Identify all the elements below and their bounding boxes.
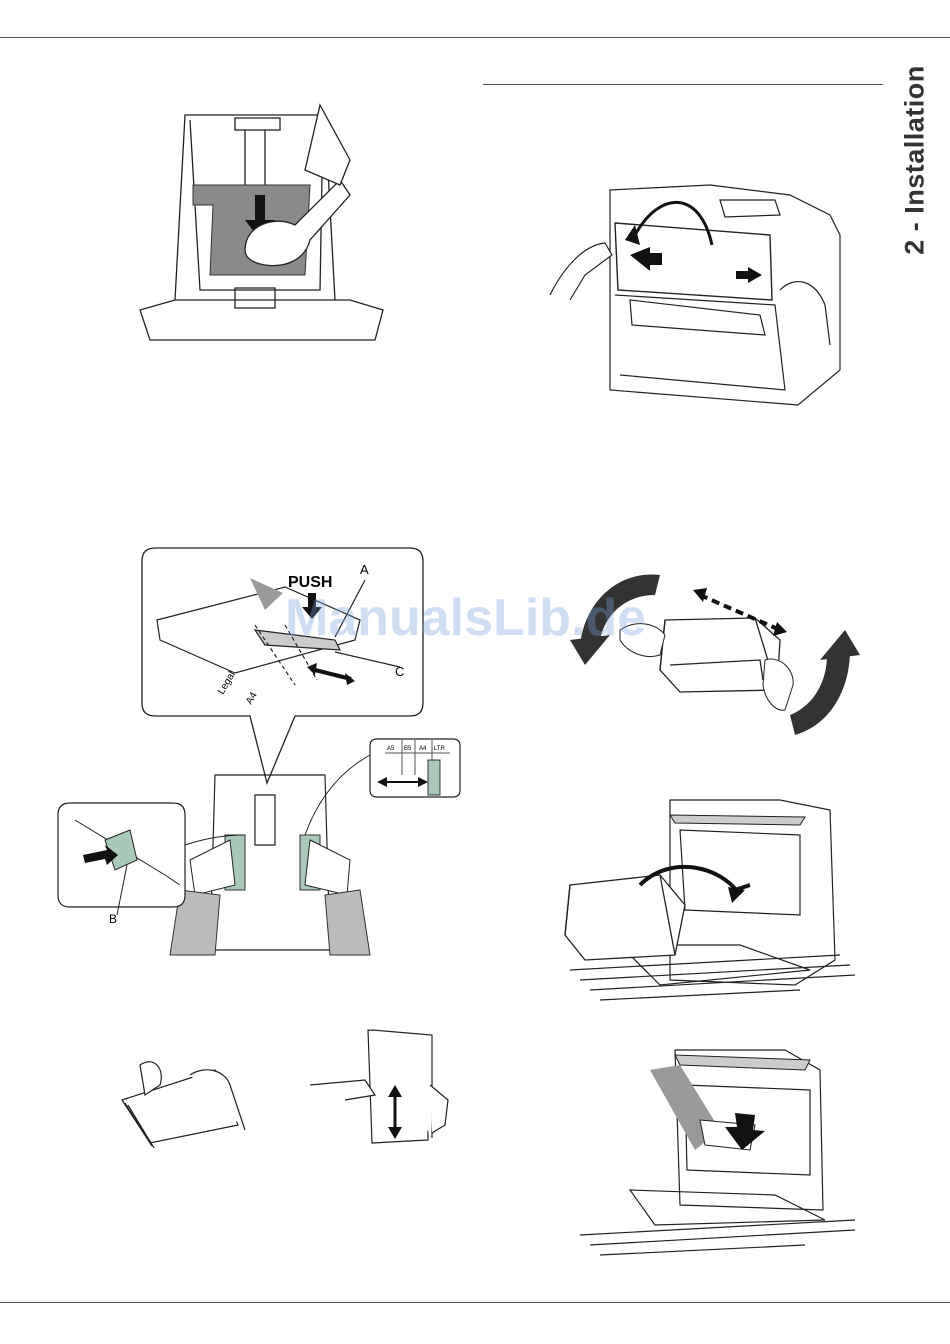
push-cartridge-illustration [575,1045,860,1260]
watermark: ManualsLib.de [285,588,646,648]
open-cover-illustration [540,175,885,410]
section-rule [483,84,883,85]
callout-b: B [109,912,117,926]
scale-mark-a4: A4 [419,746,427,752]
footer-rule [0,1302,950,1303]
shake-cartridge-illustration [565,560,865,740]
header-rule [0,37,950,38]
insert-cartridge-illustration [560,795,855,1010]
section-tab: 2 - Installation [893,55,937,265]
callout-c: C [395,664,404,679]
callout-a: A [360,562,369,577]
scale-mark-ltr: LTR [434,746,446,752]
tray-insert-illustration [135,100,390,350]
fan-paper-illustration [110,1025,450,1150]
scale-mark-b5: B5 [404,746,412,752]
section-tab-label: 2 - Installation [900,65,931,255]
scale-mark-a5: A5 [387,746,395,752]
